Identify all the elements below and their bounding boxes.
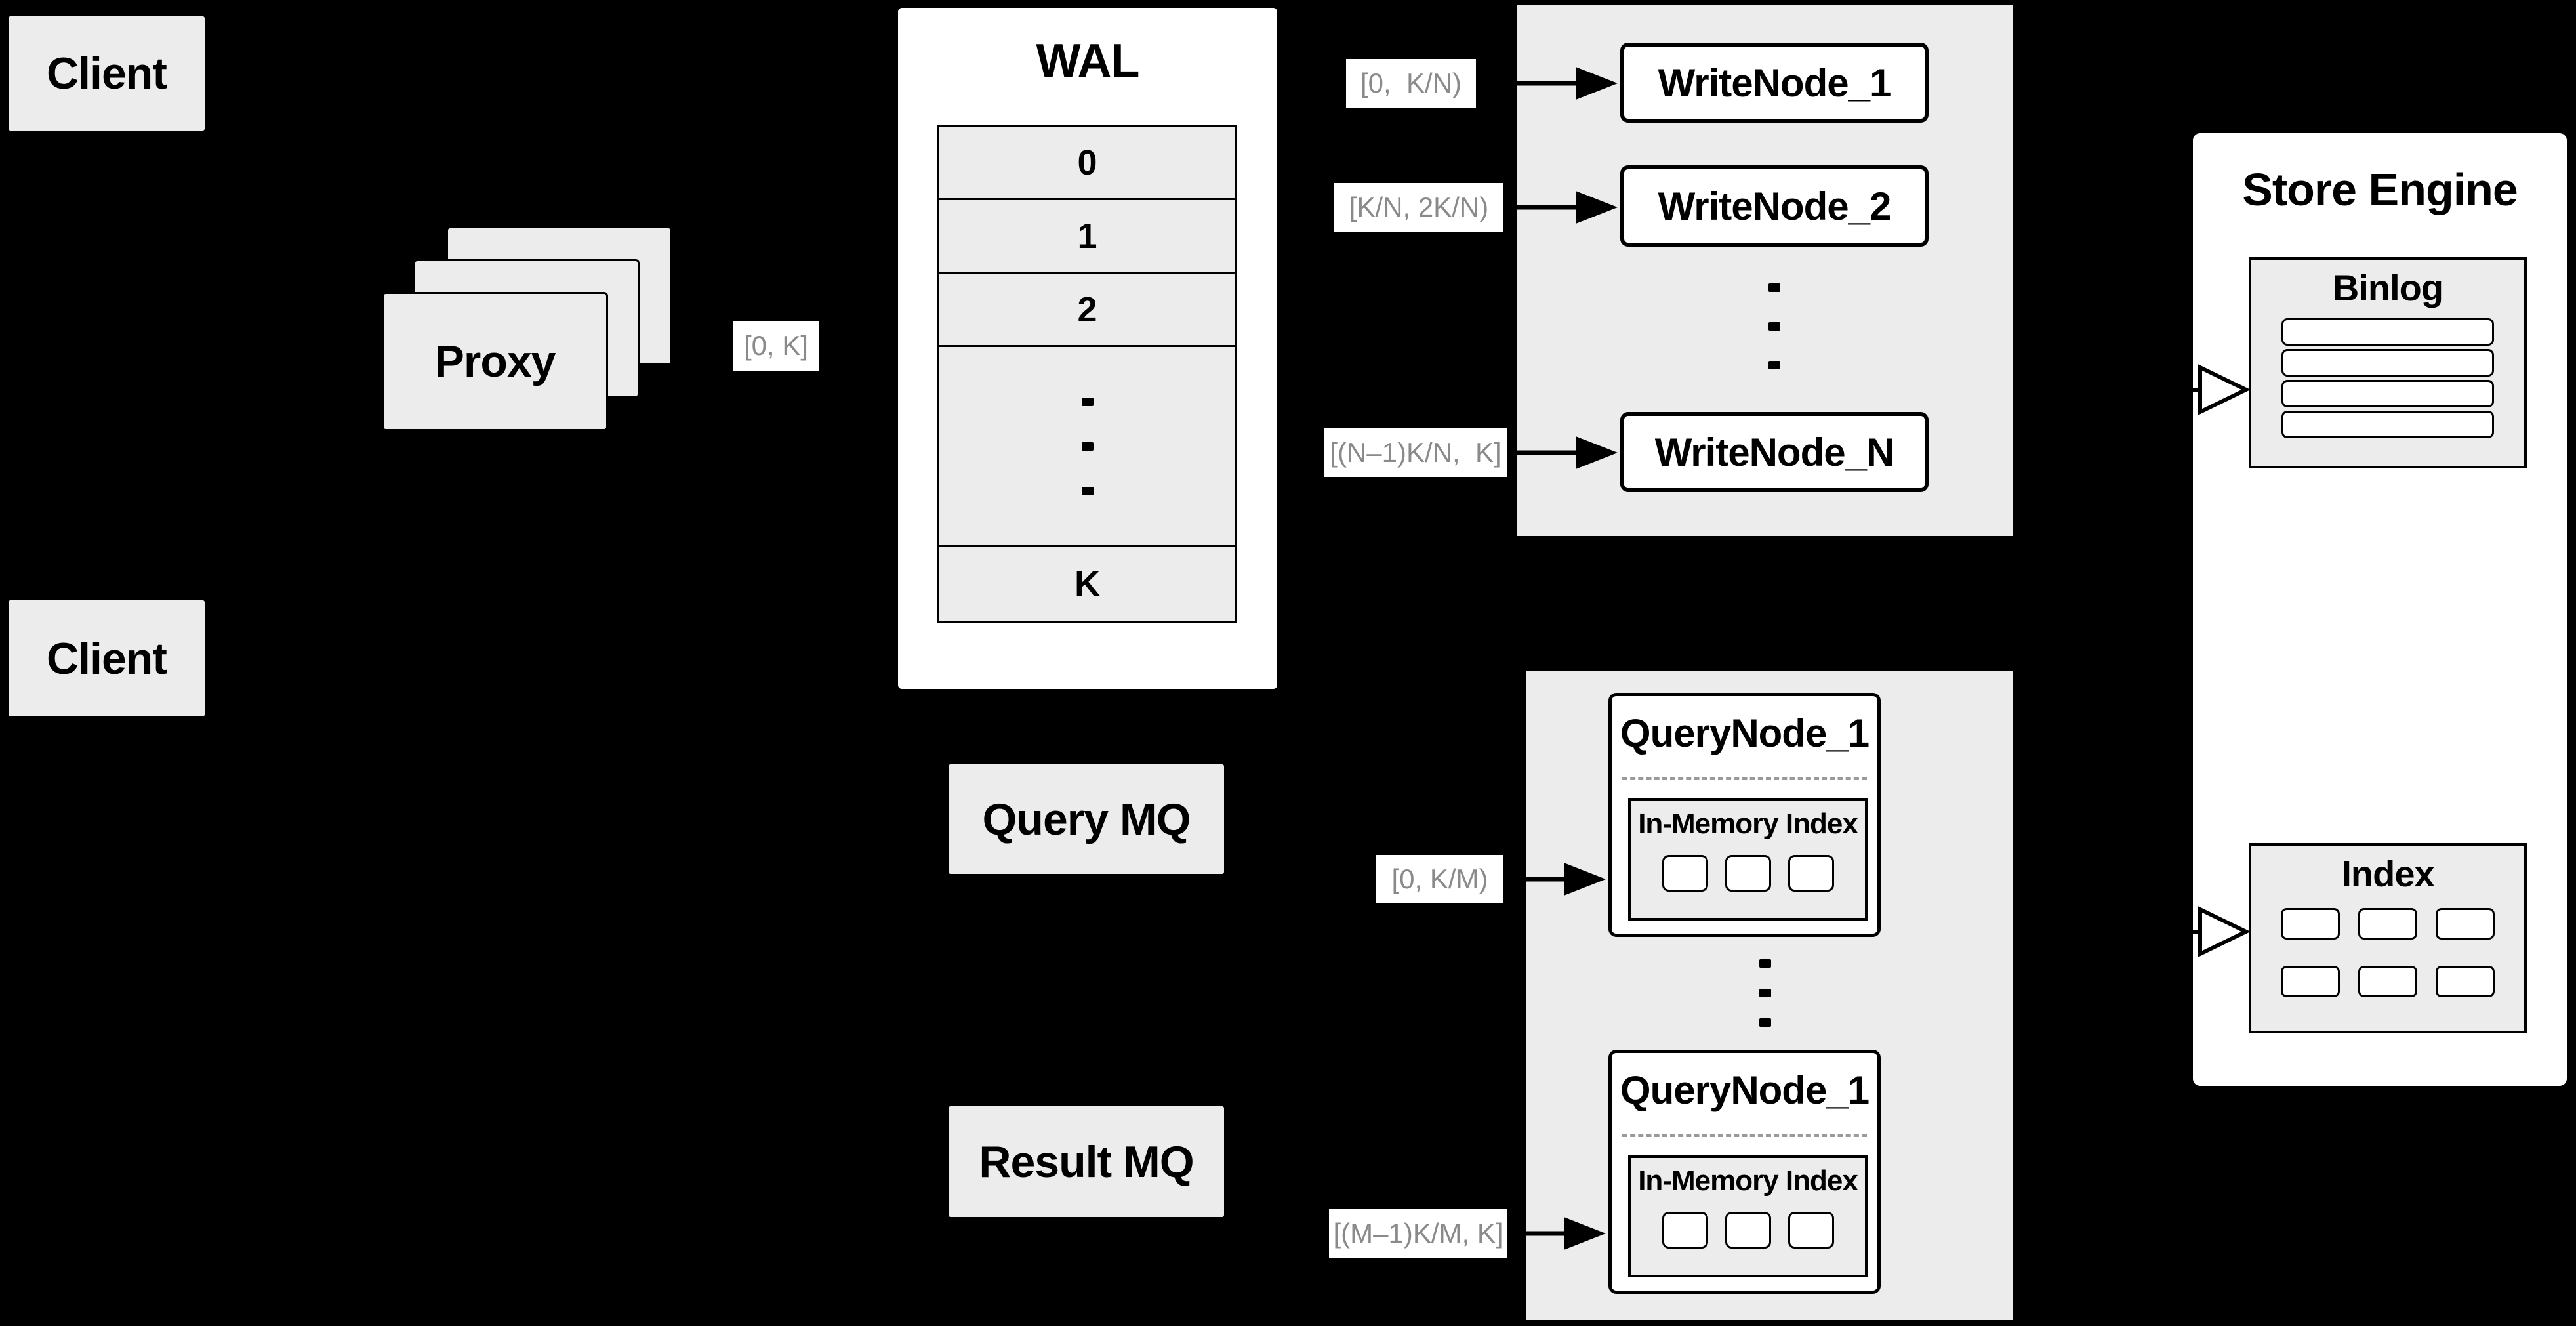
index-cell xyxy=(2436,966,2495,997)
client-box-bottom: Client xyxy=(7,598,207,718)
segment-cell xyxy=(1725,855,1771,892)
client-box-top: Client xyxy=(7,14,207,133)
index-cells xyxy=(2281,908,2495,997)
vertical-ellipsis-dots xyxy=(1768,283,1780,369)
ellipsis-dot xyxy=(1759,959,1771,968)
segment-cell xyxy=(1662,1212,1708,1249)
ellipsis-dot xyxy=(1759,989,1771,997)
ellipsis-dot xyxy=(1759,1018,1771,1027)
store-engine-title: Store Engine xyxy=(2242,164,2518,215)
range-label-proxy-to-wal: [0, K] xyxy=(733,321,819,371)
vertical-ellipsis-dots xyxy=(1081,397,1094,495)
wal-segment-row: 0 xyxy=(939,127,1235,200)
binlog-title: Binlog xyxy=(2332,267,2443,308)
in-memory-index-cells xyxy=(1662,1212,1834,1249)
dashed-divider xyxy=(1622,777,1867,780)
binlog-row xyxy=(2281,318,2494,346)
segment-cell xyxy=(1788,855,1834,892)
wal-segment-label: 2 xyxy=(1077,289,1097,329)
segment-cell xyxy=(1662,855,1708,892)
in-memory-index-cells xyxy=(1662,855,1834,892)
binlog-box: Binlog xyxy=(2249,257,2527,468)
wal-box: WAL 0 1 2 K xyxy=(898,8,1277,689)
segment-cell xyxy=(1725,1212,1771,1249)
client-label: Client xyxy=(47,49,167,98)
wal-segment-row: 2 xyxy=(939,274,1235,347)
ellipsis-dot xyxy=(1081,442,1094,451)
querynode-1-box: QueryNode_1 In-Memory Index xyxy=(1608,693,1881,937)
result-mq-label: Result MQ xyxy=(979,1136,1194,1187)
ellipsis-dot xyxy=(1768,283,1780,292)
wal-segment-row: 1 xyxy=(939,200,1235,274)
querynode-m-title: QueryNode_1 xyxy=(1620,1068,1870,1112)
result-mq-box: Result MQ xyxy=(947,1104,1226,1219)
range-label-to-querynode-1: [0, K/M) xyxy=(1376,855,1503,903)
index-cell xyxy=(2358,966,2417,997)
range-label-to-writenode-n: [(N–1)K/N, K] xyxy=(1324,428,1507,477)
wal-title: WAL xyxy=(1036,35,1140,87)
query-mq-label: Query MQ xyxy=(982,794,1191,844)
wal-segment-label: 1 xyxy=(1077,216,1097,256)
query-mq-box: Query MQ xyxy=(947,762,1226,876)
proxy-box-front: Proxy xyxy=(382,292,608,431)
ellipsis-dot xyxy=(1768,322,1780,331)
segment-cell xyxy=(1788,1212,1834,1249)
querynode-m-box: QueryNode_1 In-Memory Index xyxy=(1608,1050,1881,1294)
dashed-divider xyxy=(1622,1134,1867,1137)
index-title: Index xyxy=(2341,853,2434,894)
in-memory-index-title: In-Memory Index xyxy=(1638,1165,1858,1197)
range-label-to-writenode-1: [0, K/N) xyxy=(1346,59,1476,108)
binlog-row xyxy=(2281,411,2494,438)
binlog-row xyxy=(2281,380,2494,407)
querynode-1-title: QueryNode_1 xyxy=(1620,711,1870,755)
index-cell xyxy=(2281,966,2340,997)
client-label: Client xyxy=(47,633,167,684)
ellipsis-dot xyxy=(1768,361,1780,369)
writenode-1-box: WriteNode_1 xyxy=(1620,43,1929,123)
ellipsis-dot xyxy=(1081,486,1094,495)
binlog-row xyxy=(2281,349,2494,377)
range-label-to-writenode-2: [K/N, 2K/N) xyxy=(1334,183,1503,232)
index-cell xyxy=(2281,908,2340,940)
writenode-n-box: WriteNode_N xyxy=(1620,412,1929,492)
vertical-ellipsis-dots xyxy=(1759,959,1771,1027)
binlog-rows xyxy=(2281,318,2494,438)
writenode-1-label: WriteNode_1 xyxy=(1658,60,1892,105)
wal-segment-label: 0 xyxy=(1077,142,1097,182)
writenode-2-label: WriteNode_2 xyxy=(1658,184,1892,228)
writenode-n-label: WriteNode_N xyxy=(1654,430,1895,474)
wal-segment-table: 0 1 2 K xyxy=(937,125,1237,623)
range-label-to-querynode-m: [(M–1)K/M, K] xyxy=(1329,1209,1507,1258)
in-memory-index-box: In-Memory Index xyxy=(1628,798,1868,921)
ellipsis-dot xyxy=(1081,397,1094,406)
proxy-label: Proxy xyxy=(434,337,556,386)
wal-segment-row: K xyxy=(939,547,1235,621)
index-cell xyxy=(2358,908,2417,940)
in-memory-index-box: In-Memory Index xyxy=(1628,1155,1868,1277)
index-cell xyxy=(2436,908,2495,940)
wal-segment-row-ellipsis xyxy=(939,347,1235,547)
writenode-2-box: WriteNode_2 xyxy=(1620,165,1929,247)
wal-segment-label: K xyxy=(1074,564,1100,604)
index-box: Index xyxy=(2249,843,2527,1033)
in-memory-index-title: In-Memory Index xyxy=(1638,808,1858,840)
